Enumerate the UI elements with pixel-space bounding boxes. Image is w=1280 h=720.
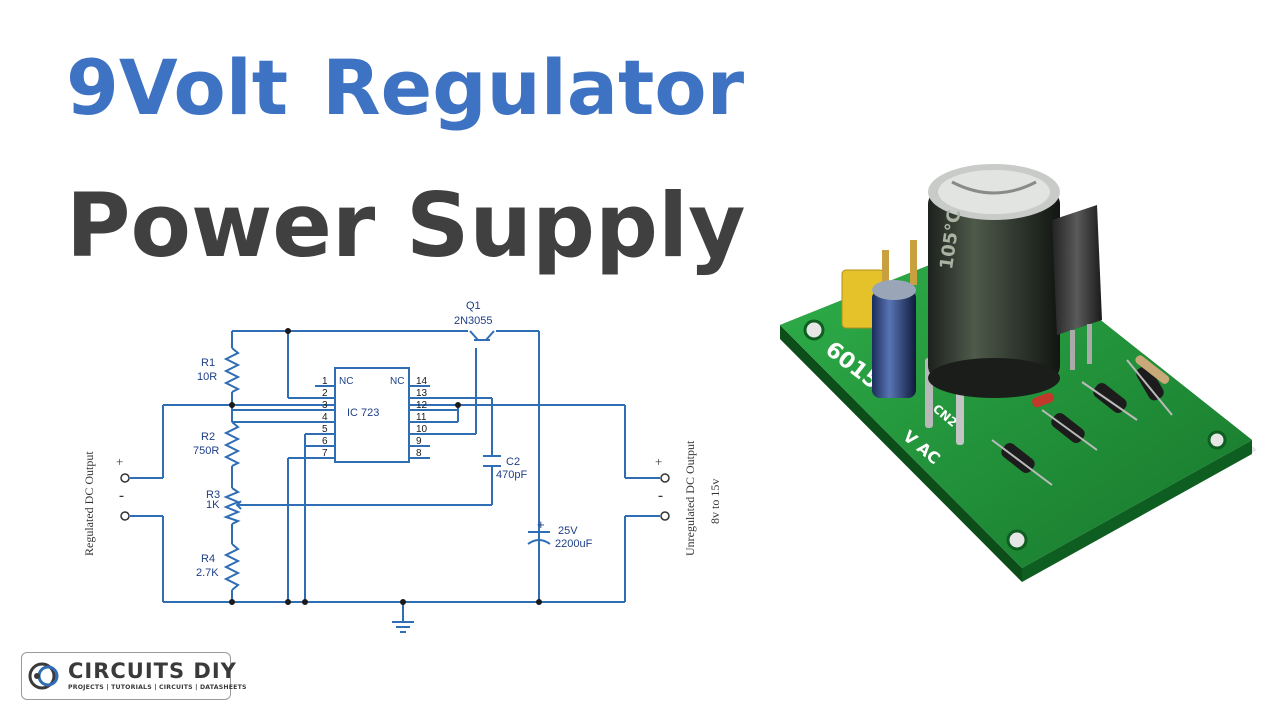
title-word-volt: 9Volt	[66, 43, 289, 132]
circuit-schematic: Q1 2N3055 R1 10R R2 750R R3 1K R4 2.7K C…	[82, 300, 722, 633]
logo-mark-icon	[28, 662, 59, 690]
ic-pin-label-12: 12	[416, 400, 428, 411]
right-plus: +	[655, 454, 662, 469]
ic-nc-right: NC	[390, 376, 404, 387]
r1-value: 10R	[197, 371, 217, 383]
ic-pin-label-9: 9	[416, 436, 422, 447]
ic-pin-label-7: 7	[322, 448, 328, 459]
ic-pin-label-11: 11	[416, 412, 427, 423]
r4-value: 2.7K	[196, 567, 219, 579]
ic-pin-label-14: 14	[416, 376, 428, 387]
ic-nc-left: NC	[339, 376, 353, 387]
r3-value: 1K	[206, 499, 220, 511]
brand-logo: CIRCUITS DIY PROJECTS | TUTORIALS | CIRC…	[21, 652, 246, 700]
ic-pin-label-10: 10	[416, 424, 428, 435]
ic-pin-label-13: 13	[416, 388, 428, 399]
r2-value: 750R	[193, 445, 219, 457]
r4-name: R4	[201, 553, 215, 565]
r3-name: R3	[206, 489, 220, 501]
left-minus: -	[119, 488, 124, 504]
title-line-2: Power Supply	[66, 174, 746, 277]
right-minus: -	[658, 488, 663, 504]
r2-name: R2	[201, 431, 215, 443]
left-output-label: Regulated DC Output	[82, 451, 96, 556]
ic-label: IC 723	[347, 407, 379, 419]
c2-value: 470pF	[496, 469, 527, 481]
right-input-label: Unregulated DC Output	[683, 440, 697, 556]
pcb-photo: 6015 V AC CN2 105°C	[752, 120, 1280, 612]
r1-name: R1	[201, 357, 215, 369]
logo-tagline: PROJECTS | TUTORIALS | CIRCUITS | DATASH…	[68, 684, 247, 691]
logo-name: CIRCUITS DIY	[68, 659, 237, 683]
title-word-regulator: Regulator	[322, 43, 745, 132]
q1-name: Q1	[466, 300, 481, 312]
ic-pin-label-8: 8	[416, 448, 422, 459]
c2-name: C2	[506, 456, 520, 468]
ic-pin-label-4: 4	[322, 412, 328, 423]
c1-voltage: 25V	[558, 525, 578, 537]
c1-plus: +	[537, 517, 545, 532]
q1-part: 2N3055	[454, 315, 493, 327]
ic-pin-label-1: 1	[322, 376, 328, 387]
ic-pin-label-3: 3	[322, 400, 328, 411]
right-input-range: 8v to 15v	[708, 479, 722, 524]
ic-pin-label-5: 5	[322, 424, 328, 435]
left-plus: +	[116, 454, 123, 469]
c1-value: 2200uF	[555, 538, 593, 550]
ic-pin-label-6: 6	[322, 436, 328, 447]
ic-pin-label-2: 2	[322, 388, 328, 399]
